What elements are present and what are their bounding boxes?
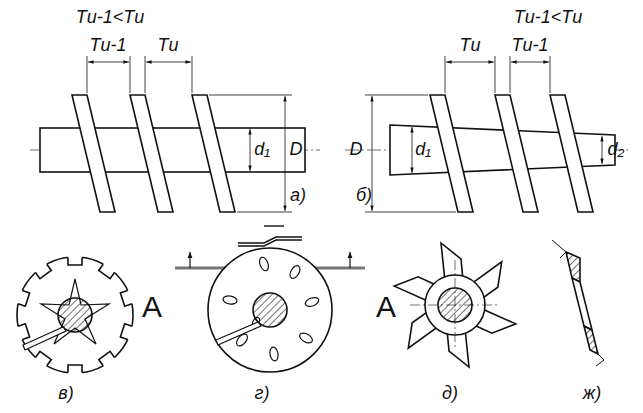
dimension-label: а)	[290, 186, 306, 204]
disc-d	[394, 243, 515, 367]
dimension-label: d₁	[415, 140, 431, 158]
dimension-label: Tи-1	[511, 36, 548, 54]
disc-v	[16, 255, 134, 375]
section-letter: A	[142, 292, 162, 322]
dimension-label: d₁	[254, 140, 270, 158]
dimension-label: б)	[356, 186, 372, 204]
dimension-label: Tи	[459, 36, 480, 54]
screw-a	[30, 56, 320, 212]
dimension-label: Tи	[157, 36, 178, 54]
dimension-label: Tи-1<Tи	[76, 8, 145, 26]
dimension-label: Tи-1	[89, 36, 126, 54]
blade-section	[552, 240, 604, 366]
section-letter: A	[376, 292, 396, 322]
dimension-label: Tи-1<Tи	[514, 8, 583, 26]
dimension-label: D	[350, 140, 363, 158]
dimension-label: д)	[442, 384, 458, 402]
dimension-label: d₂	[608, 140, 625, 158]
dimension-label: в)	[58, 384, 73, 402]
dimension-label: ж)	[583, 384, 601, 402]
disc-g	[175, 226, 365, 372]
screw-b	[345, 56, 630, 212]
dimension-label: г)	[255, 384, 270, 402]
dimension-label: D	[290, 140, 303, 158]
